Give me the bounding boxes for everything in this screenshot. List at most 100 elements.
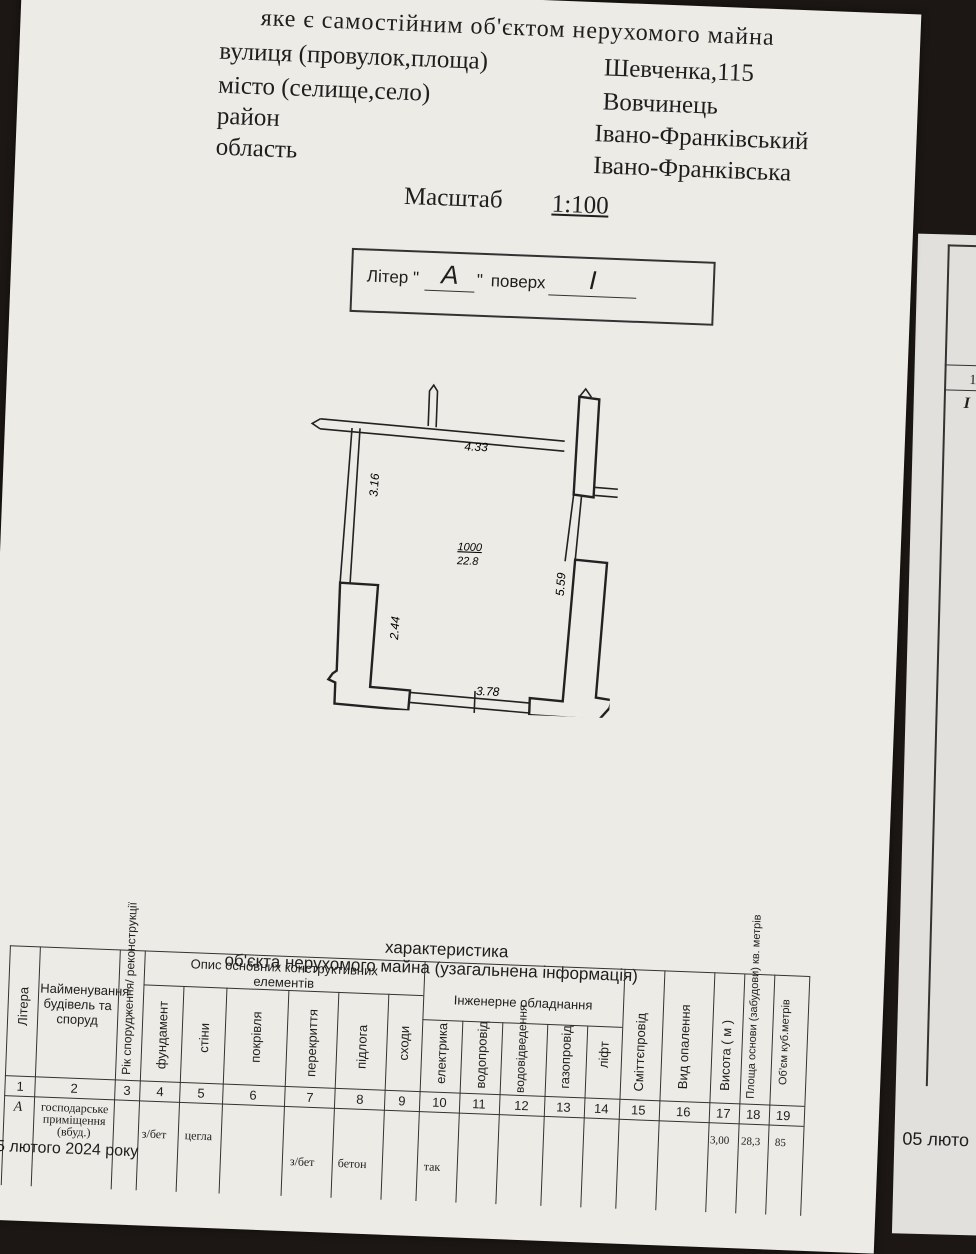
col-number: 5 [197,1085,205,1101]
street-value: Шевченка,115 [603,54,755,88]
col-number: 3 [123,1082,131,1098]
th-lift: ліфт [595,1040,612,1069]
th-base-area: Площа основи (забудови) кв. метрів [744,914,764,1100]
th-sewer: водовідведення [512,1004,531,1094]
dim-left-lower: 2.44 [387,615,403,641]
row-litera: А [13,1099,23,1115]
row-overlap: з/бет [289,1154,315,1170]
litera-close: " [476,270,484,290]
col-number: 15 [630,1102,646,1118]
scale-value: 1:100 [551,190,610,220]
th-year: Рік спорудження/ реконструкції [119,901,140,1076]
bottom-axis-mark [472,690,476,719]
th-heating: Вид опалення [674,1004,694,1090]
col-number: 12 [513,1097,529,1114]
th-height: Висота ( м ) [716,1019,735,1092]
th-litera: Літера [14,986,32,1027]
col-number: 11 [471,1096,486,1112]
row-walls: цегла [184,1128,213,1144]
th-water: водопровід [472,1020,491,1089]
th-stairs: сходи [395,1025,413,1061]
row-base-area: 28,3 [740,1135,761,1149]
left-pier [326,581,412,712]
dim-bottom: 3.78 [476,684,500,699]
bottom-opening-bottom [409,701,530,714]
table-col [765,974,776,1215]
col-number: 1 [16,1078,25,1094]
th-floor: підлога [353,1024,371,1070]
top-wall-inner [319,427,565,452]
scale-label: Масштаб [403,182,504,214]
floor-value: I [548,263,638,299]
col-number: 4 [156,1083,164,1100]
row-height: 3,00 [709,1134,730,1147]
th-volume: Об'єм куб.метрів [777,998,793,1086]
th-gas: газопровід [556,1024,575,1089]
col-number: 16 [675,1103,691,1120]
room-number: 1000 [457,541,483,554]
litera-label: Літер " [366,266,420,288]
floor-plan: 4.33 3.16 2.44 5.59 3.78 1000 22.8 [310,383,623,719]
left-wall-inner [349,428,361,584]
col-number: 7 [306,1089,314,1106]
row-volume: 85 [774,1136,787,1150]
th-foundation: фундамент [153,1000,171,1070]
dim-top: 4.33 [464,439,488,454]
district-value: Івано-Франківський [594,120,809,156]
top-wall-outer [320,417,565,442]
col-number: 8 [355,1091,364,1107]
litera-box: Літер " А " поверх I [349,247,716,326]
table-col [218,987,228,1194]
right-lower-pier [527,558,614,719]
region-label: область [215,133,298,164]
col-number: 13 [555,1099,571,1115]
right-pier-cap [578,387,593,398]
col-number: 10 [431,1094,447,1111]
city-label: місто (селище,село) [217,71,431,107]
dim-right: 5.59 [553,572,569,597]
th-walls: стіни [195,1022,213,1054]
th-garbage: Сміттєпровід [630,1012,649,1092]
district-label: район [216,102,281,132]
row-name: господарське приміщення (вбуд.) [40,1099,109,1140]
row-electric: так [423,1159,441,1174]
characteristics-table: Літера Найменування будівель та споруд Р… [0,902,811,1216]
next-page-frame [925,244,976,1089]
bottom-opening-top [409,691,530,704]
document-page: яке є самостійним об'єктом нерухомого ма… [0,0,922,1254]
right-upper-pier [572,395,601,499]
table-col [175,985,185,1192]
litera-value: А [424,258,476,293]
wall-arrow-right [593,486,623,499]
col-number: 6 [249,1087,257,1103]
table-col [380,993,390,1200]
wall-arrow-left [310,418,321,430]
row-floor: бетон [337,1156,367,1172]
th-floors-overlap: перекриття [303,1008,321,1078]
right-wall-inner [574,494,583,562]
left-wall-outer [339,427,353,583]
col-number: 2 [70,1080,79,1096]
col-number: 9 [397,1093,406,1109]
dim-left-upper: 3.16 [366,473,382,498]
table-col [705,972,716,1213]
th-structural: Опис основних конструктивних елементів [190,956,379,991]
city-value: Вовчинець [602,88,719,120]
th-electric: електрика [432,1022,451,1085]
next-page-date: 05 люто [902,1128,970,1151]
next-page-floor: I [963,394,971,413]
street-label: вулиця (провулок,площа) [218,37,489,75]
next-page-number: 1 [969,372,976,389]
col-number: 14 [593,1100,609,1117]
region-value: Івано-Франківська [592,152,792,187]
table-col [655,970,666,1211]
right-wall-outer [564,494,575,562]
table-col [280,989,290,1196]
floor-label: поверх [490,271,546,293]
col-number: 19 [775,1107,791,1124]
room-area: 22.8 [456,555,480,568]
th-roof: покрівля [247,1011,265,1064]
row-foundation: з/бет [141,1126,167,1142]
vent-stub [427,383,439,428]
table-col [800,975,811,1216]
